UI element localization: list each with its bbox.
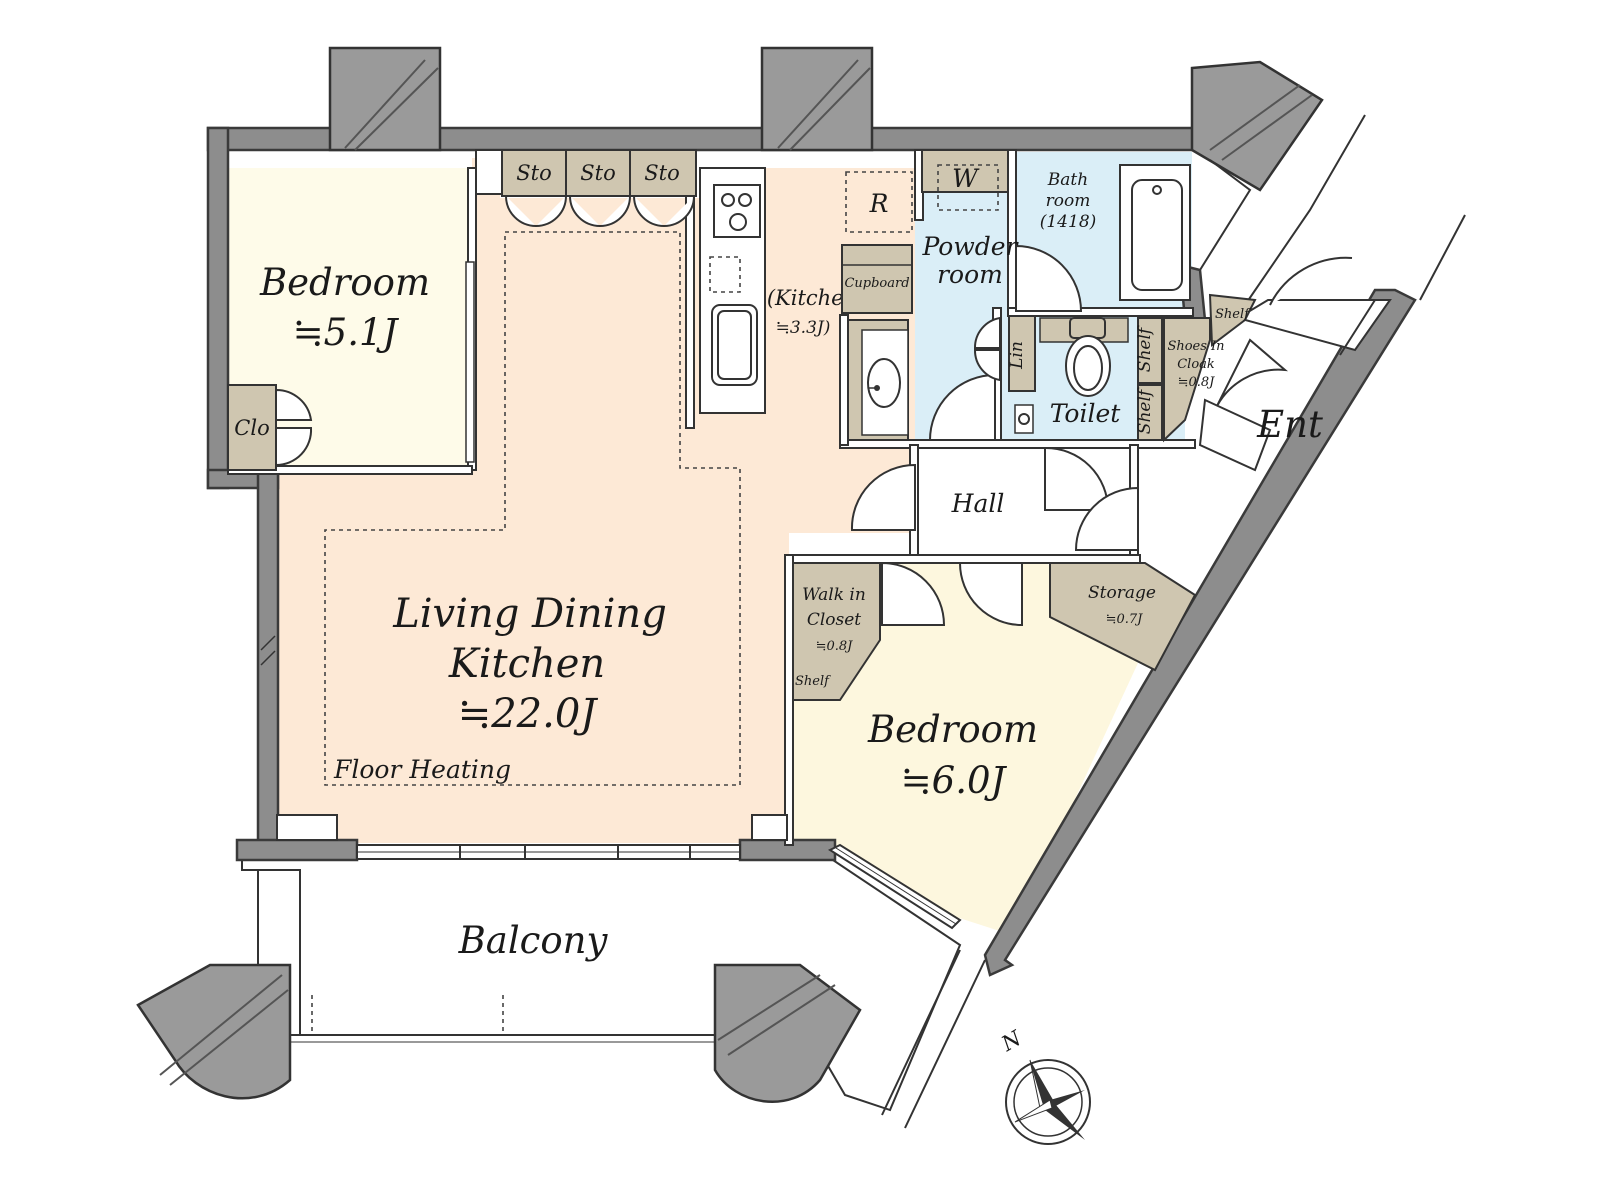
washer-label: W [952, 164, 980, 193]
washer-space [921, 149, 1009, 193]
shoes-line1: Shoes In [1167, 339, 1224, 354]
walkin-door [881, 561, 946, 626]
sto-label-3: Sto [644, 161, 679, 185]
shelf-top-label: Shelf [1135, 325, 1155, 372]
toilet-shelf-top [1137, 317, 1163, 384]
powder-door [1015, 244, 1083, 312]
sto-units [501, 149, 697, 227]
entrance-door [1214, 338, 1289, 411]
walkin-shelf: Shelf [795, 674, 831, 689]
hall-label: Hall [951, 489, 1005, 518]
floor-heating-label: Floor Heating [333, 755, 511, 784]
shoes-cloak [1163, 317, 1211, 443]
lin-door [973, 316, 1001, 382]
storage-hall-door [1074, 486, 1139, 551]
ldk-windows [356, 844, 741, 860]
closet [275, 388, 313, 467]
storage-name: Storage [1088, 583, 1156, 603]
walkin-closet [792, 562, 881, 701]
storage-room [1049, 562, 1197, 672]
bedroom1-name: Bedroom [259, 261, 430, 304]
lin-label: Lin [1007, 341, 1027, 370]
sto-label-1: Sto [516, 161, 551, 185]
refrigerator [845, 171, 913, 233]
sto-label-2: Sto [580, 161, 615, 185]
bath-line3: (1418) [1040, 212, 1097, 232]
shelf-bottom-label: Shelf [1135, 387, 1155, 434]
bedroom2-window [827, 843, 962, 930]
entrance-outline [1199, 114, 1466, 356]
compass-north-label: N [997, 1026, 1026, 1057]
bath-line1: Bath [1047, 170, 1088, 190]
entrance-floor [1198, 398, 1272, 472]
ldk-name-line1: Living Dining [392, 591, 667, 637]
refrigerator-label: R [869, 189, 889, 218]
kitchen-area: ≒3.3J) [776, 318, 831, 338]
shoes-line2: Cloak [1177, 357, 1215, 372]
cupboard [841, 244, 913, 314]
powder-line1: Powder [921, 232, 1019, 261]
shoes-area: ≒0.8J [1178, 375, 1216, 390]
entry-shelf-label: Shelf [1215, 307, 1251, 322]
bedroom1-area: ≒5.1J [293, 311, 400, 354]
entry-shelf [1208, 293, 1257, 347]
bedroom2-door [958, 562, 1023, 627]
bathtub [1119, 164, 1191, 301]
linen [1008, 315, 1036, 392]
ldk-name-line2: Kitchen [448, 641, 605, 687]
compass-icon [1005, 1059, 1091, 1145]
ldk-hall-door [850, 463, 916, 531]
toilet-fixture [1014, 317, 1129, 434]
floor-heating-area [324, 231, 741, 786]
kitchen-counter [699, 167, 766, 414]
walkin-area: ≒0.8J [816, 639, 854, 654]
cupboard-label: Cupboard [844, 276, 909, 291]
exterior-walls [206, 126, 1417, 977]
bedroom2-name: Bedroom [867, 708, 1038, 751]
balcony-column-right [713, 963, 862, 1104]
balcony-area [241, 847, 986, 1129]
walkin-line1: Walk in [802, 585, 866, 605]
toilet-shelf-bottom [1137, 384, 1163, 441]
clo-label: Clo [234, 416, 269, 440]
side-windows [260, 261, 475, 666]
toilet-name: Toilet [1050, 399, 1122, 428]
balcony-label: Balcony [458, 919, 609, 962]
bedroom2-area: ≒6.0J [901, 759, 1008, 802]
balcony-column-left [136, 963, 292, 1100]
powder-line2: room [937, 260, 1003, 289]
ldk-area: ≒22.0J [458, 691, 599, 737]
walkin-line2: Closet [807, 610, 861, 630]
top-columns [328, 46, 1324, 192]
storage-area: ≒0.7J [1106, 612, 1144, 627]
powder-vanity [847, 319, 909, 441]
entrance-label: Ent [1256, 403, 1323, 446]
bath-line2: room [1046, 191, 1091, 211]
